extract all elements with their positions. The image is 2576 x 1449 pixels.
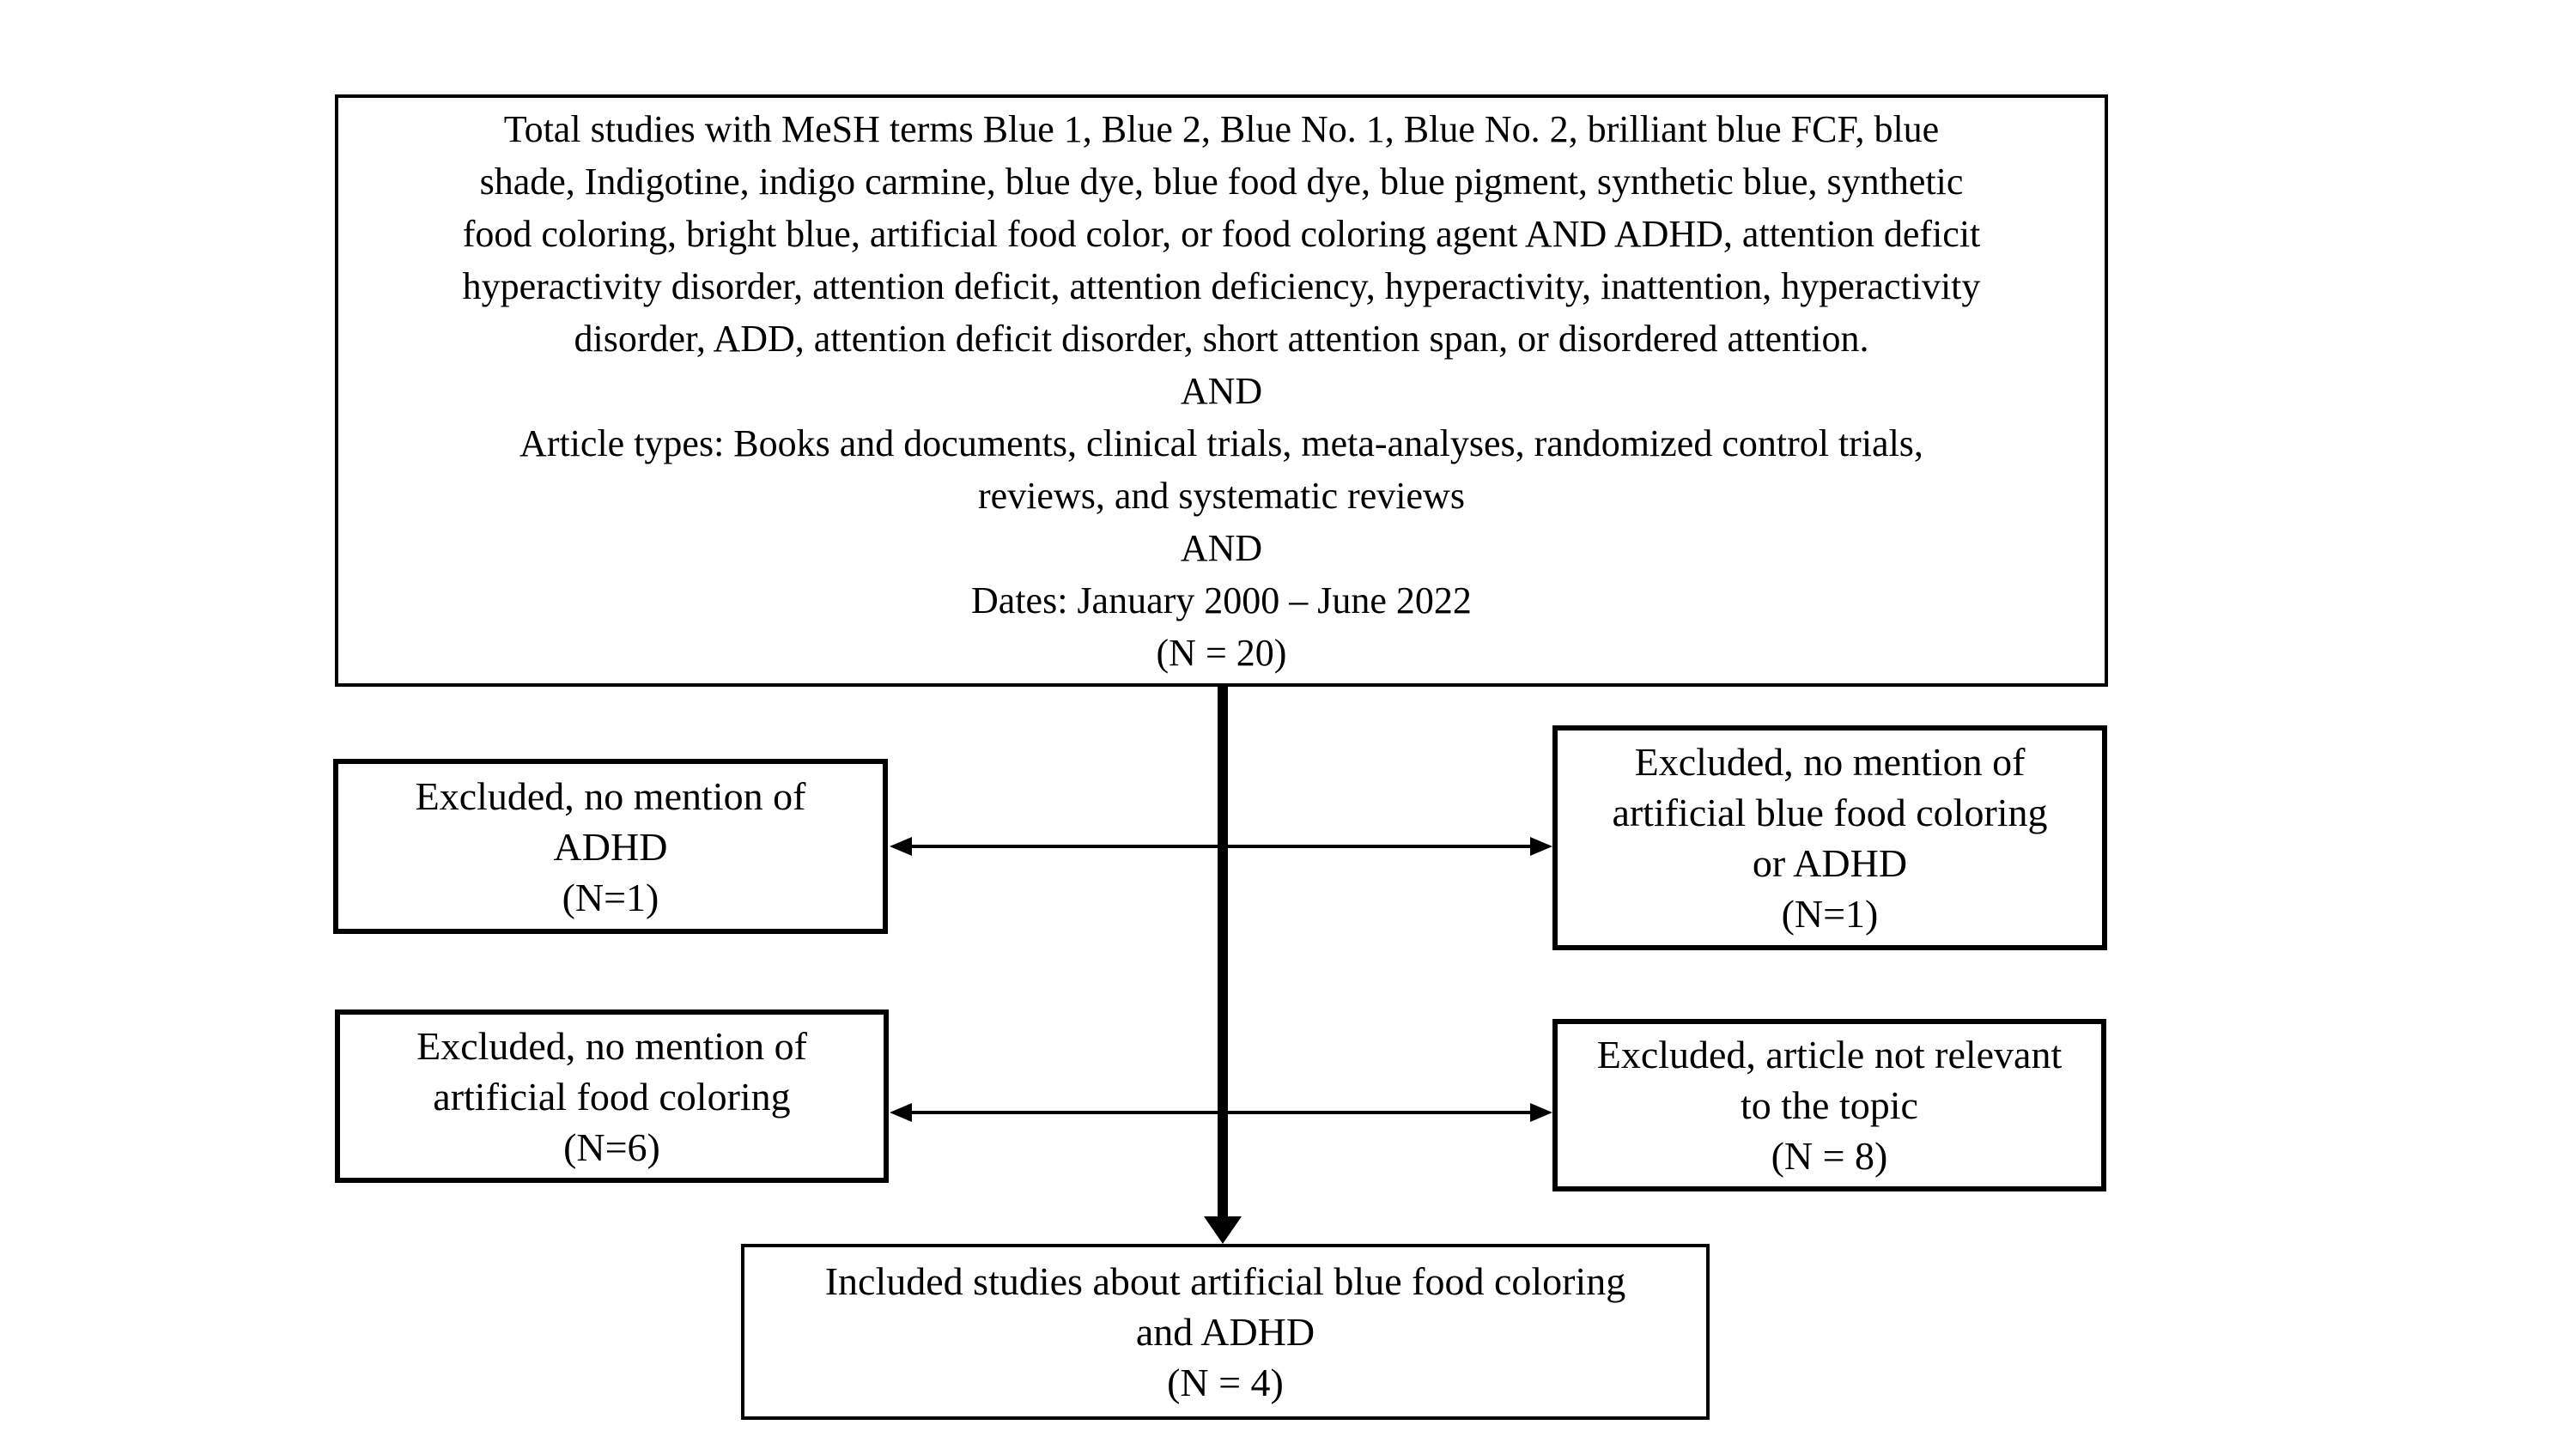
included-studies-box: Included studies about artificial blue f… <box>741 1244 1710 1420</box>
exclusion-arrow-bottom <box>890 1103 1552 1122</box>
down-arrowhead-icon <box>1204 1216 1242 1244</box>
excluded-not-relevant-box: Excluded, article not relevant to the to… <box>1552 1019 2106 1191</box>
right-arrowhead-icon <box>1530 1103 1552 1122</box>
left-arrowhead-icon <box>890 837 912 856</box>
excluded-no-blue-or-adhd-box: Excluded, no mention of artificial blue … <box>1552 725 2107 950</box>
excluded-no-artificial-food-coloring-box: Excluded, no mention of artificial food … <box>335 1009 889 1183</box>
main-flow-line <box>1218 687 1228 1217</box>
exclusion-arrow-bottom-line <box>902 1111 1540 1114</box>
right-arrowhead-icon <box>1530 837 1552 856</box>
exclusion-arrow-top <box>890 837 1552 856</box>
excluded-no-adhd-box: Excluded, no mention of ADHD (N=1) <box>333 759 888 934</box>
total-studies-box: Total studies with MeSH terms Blue 1, Bl… <box>335 94 2108 687</box>
left-arrowhead-icon <box>890 1103 912 1122</box>
exclusion-arrow-top-line <box>902 845 1540 848</box>
